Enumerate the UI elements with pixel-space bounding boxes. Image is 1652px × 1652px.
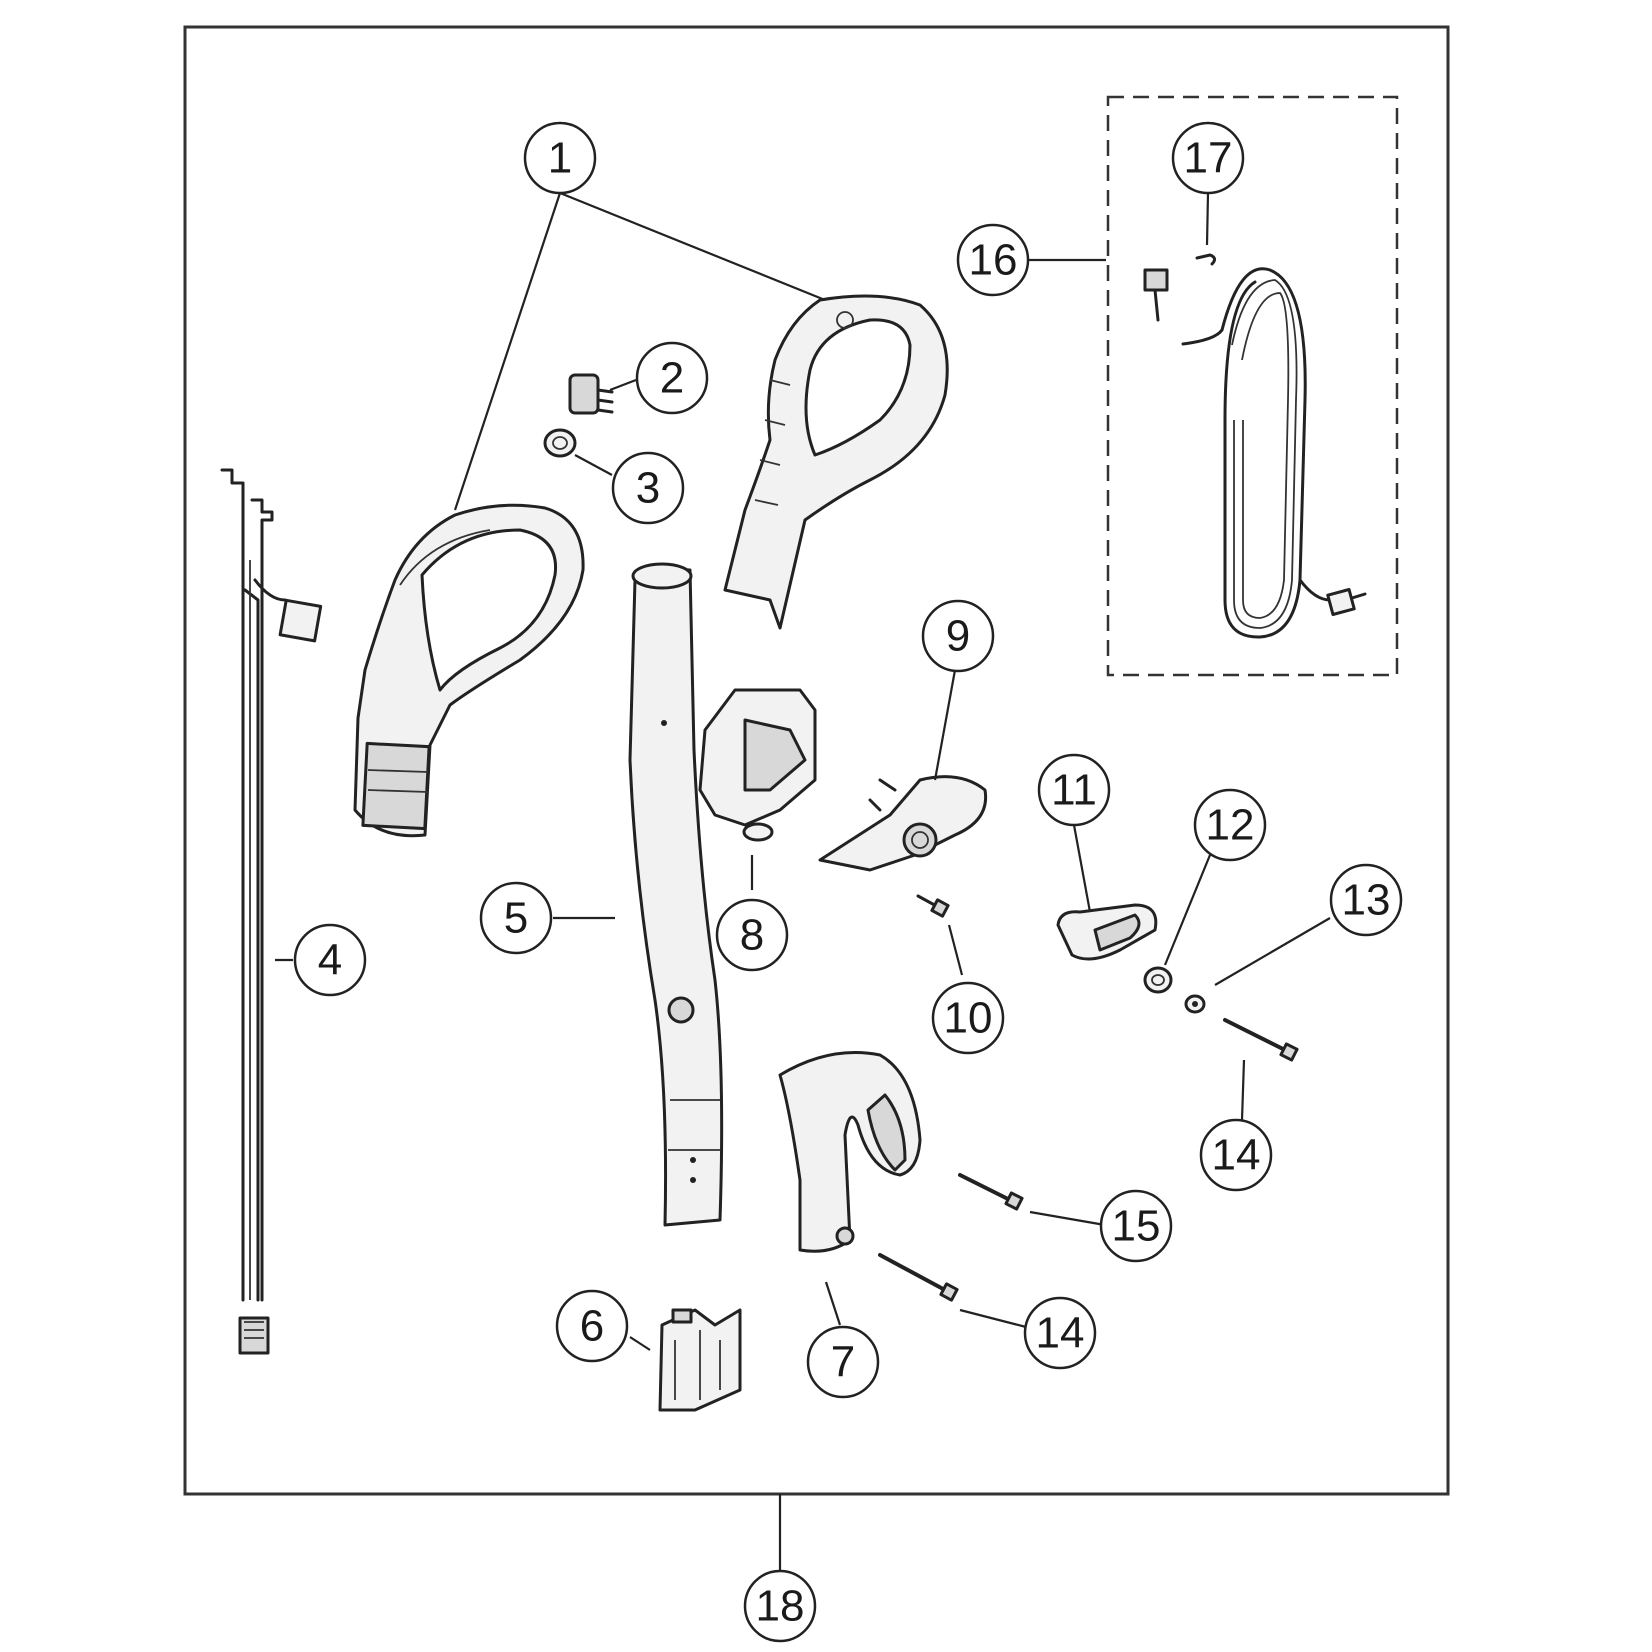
lower-cord-hook: [778, 1051, 922, 1253]
cord-group-box: [1106, 95, 1399, 677]
leader-6: [629, 1336, 651, 1351]
leader-7: [824, 1281, 842, 1326]
callout-15: 15: [1099, 1189, 1173, 1263]
svg-text:13: 13: [1342, 876, 1391, 925]
tube-clip: [658, 1308, 742, 1412]
callout-17: 17: [1171, 121, 1245, 195]
callout-14b: 14: [1023, 1296, 1097, 1370]
assembly-frame: [183, 25, 1450, 1496]
leader-2: [609, 378, 637, 392]
callout-5: 5: [479, 881, 553, 955]
callout-11: 11: [1037, 753, 1111, 827]
callout-7: 7: [806, 1325, 880, 1399]
svg-text:17: 17: [1184, 134, 1233, 183]
leader-12: [1163, 854, 1212, 966]
leader-3: [574, 454, 613, 476]
wire-harness: [220, 468, 323, 1355]
switch-plate: [543, 428, 577, 458]
washer-part: [1184, 994, 1206, 1014]
svg-text:8: 8: [740, 911, 764, 960]
svg-text:6: 6: [580, 1302, 604, 1351]
svg-text:2: 2: [660, 354, 684, 403]
svg-text:16: 16: [969, 236, 1018, 285]
svg-text:1: 1: [548, 134, 572, 183]
mount-bracket: [698, 688, 817, 842]
callout-12: 12: [1193, 788, 1267, 862]
svg-text:12: 12: [1206, 801, 1255, 850]
callout-6: 6: [555, 1289, 629, 1363]
svg-text:4: 4: [318, 936, 342, 985]
callout-18: 18: [743, 1569, 817, 1643]
callout-2: 2: [635, 341, 709, 415]
callout-13: 13: [1329, 863, 1403, 937]
callout-1: 1: [523, 121, 597, 195]
svg-text:11: 11: [1051, 766, 1097, 815]
callout-10: 10: [931, 981, 1005, 1055]
leader-1a: [453, 192, 562, 511]
svg-text:14: 14: [1036, 1309, 1085, 1358]
latch-lever: [818, 775, 988, 872]
svg-text:9: 9: [946, 612, 970, 661]
leader-17: [1205, 192, 1210, 246]
leader-15: [1029, 1210, 1106, 1227]
cord-clip: [1195, 253, 1217, 266]
spring-part: [1143, 966, 1173, 994]
leader-14b: [959, 1308, 1027, 1329]
callout-9: 9: [921, 599, 995, 673]
callout-8: 8: [715, 898, 789, 972]
svg-text:18: 18: [756, 1582, 805, 1631]
svg-text:14: 14: [1212, 1131, 1261, 1180]
long-screw-right: [1223, 1018, 1299, 1062]
leader-11: [1072, 824, 1092, 913]
leader-10: [947, 924, 964, 976]
leader-9: [933, 669, 957, 781]
switch-part: [568, 373, 614, 415]
leader-14a: [1240, 1059, 1246, 1121]
callout-14a: 14: [1199, 1118, 1273, 1192]
callout-3: 3: [611, 451, 685, 525]
callout-16: 16: [956, 223, 1030, 297]
cord-hook-top: [1056, 903, 1158, 961]
long-screw-lower: [878, 1253, 959, 1302]
small-screw: [916, 894, 950, 918]
upper-tube: [628, 562, 724, 1227]
leader-13: [1214, 917, 1331, 986]
svg-text:5: 5: [504, 894, 528, 943]
svg-text:7: 7: [831, 1338, 855, 1387]
svg-text:3: 3: [636, 464, 660, 513]
handle-half-left: [353, 503, 585, 838]
svg-text:15: 15: [1112, 1202, 1161, 1251]
power-cord: [1143, 267, 1367, 639]
screw-15: [958, 1173, 1024, 1211]
leader-1b: [559, 191, 826, 302]
handle-half-right: [723, 294, 949, 630]
svg-text:10: 10: [944, 994, 993, 1043]
callout-4: 4: [293, 923, 367, 997]
